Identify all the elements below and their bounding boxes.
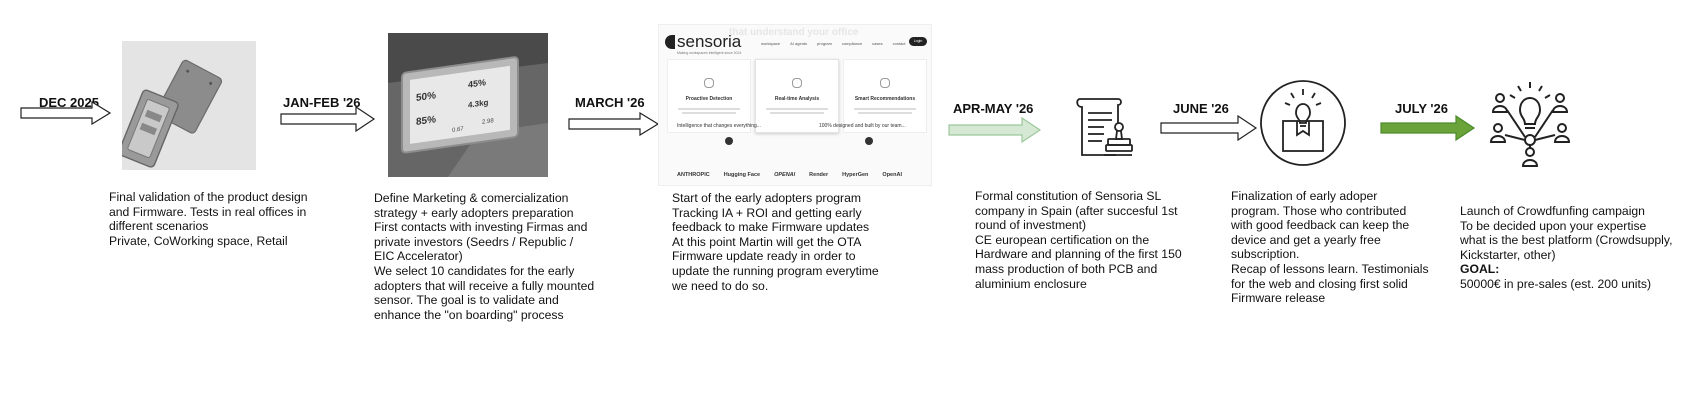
- timeline-arrow-5: [1160, 115, 1258, 141]
- screenshot-login-button[interactable]: Login: [909, 37, 927, 46]
- milestone-label-dec-2025: DEC 2025: [39, 95, 99, 110]
- card-text-line: [682, 112, 736, 114]
- milestone-label-june-26: JUNE '26: [1173, 101, 1229, 116]
- milestone-desc-dec-2025: Final validation of the product design a…: [109, 190, 308, 248]
- milestone-desc-march-26: Start of the early adopters program Trac…: [672, 191, 879, 293]
- screenshot-logo: sensoria: [677, 32, 742, 51]
- display-value-6: 2.98: [482, 118, 494, 126]
- milestone-label-march-26: MARCH '26: [575, 95, 645, 110]
- card-text-line: [858, 112, 912, 114]
- display-device-photo: 50% 45% 85% 4.3kg 0.67 2.98: [388, 33, 548, 177]
- screenshot-tagline: Making workspaces intelligent since 2024: [677, 51, 742, 55]
- crowdfunding-idea-icon: [1489, 80, 1571, 173]
- card-title: Real-time Analysis: [774, 96, 820, 102]
- screenshot-nav-item[interactable]: cases: [872, 41, 883, 46]
- screenshot-nav-item[interactable]: workspace: [761, 41, 781, 46]
- brand-logo: OPENAI: [774, 172, 796, 178]
- screenshot-nav: workspace AI agents program compliance c…: [761, 41, 906, 46]
- screenshot-brand-row: ANTHROPIC Hugging Face OPENAI Render Hyp…: [677, 172, 902, 178]
- card-text-line: [678, 108, 740, 110]
- screenshot-nav-item[interactable]: contact: [892, 41, 906, 46]
- timeline-arrow-3: [568, 112, 660, 136]
- box-lightbulb-icon: [1259, 77, 1347, 174]
- brand-logo: OpenAI: [882, 172, 902, 178]
- circle-button-icon[interactable]: [725, 137, 733, 145]
- enclosure-photo: [122, 41, 256, 170]
- display-value-3: 85%: [416, 114, 436, 128]
- circle-button-icon[interactable]: [865, 137, 873, 145]
- timeline-arrow-2: [280, 106, 376, 132]
- brand-logo: HyperGen: [842, 172, 869, 178]
- card-text-line: [854, 108, 916, 110]
- screenshot-card-2: Real-time Analysis: [755, 59, 839, 133]
- screenshot-card-3: Smart Recommendations: [843, 59, 927, 133]
- milestone-desc-jan-feb-26: Define Marketing & comercialization stra…: [374, 191, 595, 322]
- timeline-arrow-1: [20, 101, 112, 125]
- card-icon: [792, 78, 802, 88]
- goal-label: GOAL:: [1460, 262, 1500, 277]
- goal-text: 50000€ in pre-sales (est. 200 units): [1460, 276, 1652, 291]
- screenshot-nav-item[interactable]: program: [817, 41, 832, 46]
- screenshot-card-1: Proactive Detection: [667, 59, 751, 133]
- milestone-desc-apr-may-26: Formal constitution of Sensoria SL compa…: [975, 189, 1182, 291]
- card-icon: [880, 78, 890, 88]
- display-value-5: 0.67: [452, 126, 464, 134]
- brand-logo: ANTHROPIC: [677, 172, 710, 178]
- screenshot-nav-item[interactable]: AI agents: [790, 41, 808, 46]
- website-screenshot: that understand your office sensoria Mak…: [658, 24, 932, 186]
- card-title: Smart Recommendations: [854, 96, 916, 102]
- display-value-1: 50%: [416, 90, 436, 104]
- screenshot-row-left: Intelligence that changes everything...: [677, 123, 761, 129]
- milestone-label-jan-feb-26: JAN-FEB '26: [283, 95, 361, 110]
- milestone-desc-june-26: Finalization of early adoper program. Th…: [1231, 189, 1429, 306]
- display-value-4: 4.3kg: [468, 98, 488, 110]
- timeline-arrow-6: [1380, 115, 1476, 141]
- timeline-arrow-4: [948, 117, 1042, 143]
- milestone-label-july-26: JULY '26: [1395, 101, 1448, 116]
- screenshot-row-right: 100% designed and built by our team...: [819, 123, 906, 129]
- card-icon: [704, 78, 714, 88]
- card-text-line: [766, 108, 828, 110]
- card-text-line: [770, 112, 824, 114]
- brand-logo: Render: [809, 172, 829, 178]
- brand-logo: Hugging Face: [723, 172, 761, 178]
- card-title: Proactive Detection: [685, 96, 733, 102]
- screenshot-nav-item[interactable]: compliance: [841, 41, 863, 46]
- document-stamp-icon: [1074, 93, 1134, 168]
- display-value-2: 45%: [468, 77, 486, 89]
- screenshot-ghost-heading: that understand your office: [729, 27, 859, 38]
- sensoria-logo-icon: [665, 35, 675, 49]
- milestone-desc-july-26: Launch of Crowdfunfing campaign To be de…: [1460, 204, 1673, 291]
- milestone-label-apr-may-26: APR-MAY '26: [953, 101, 1034, 116]
